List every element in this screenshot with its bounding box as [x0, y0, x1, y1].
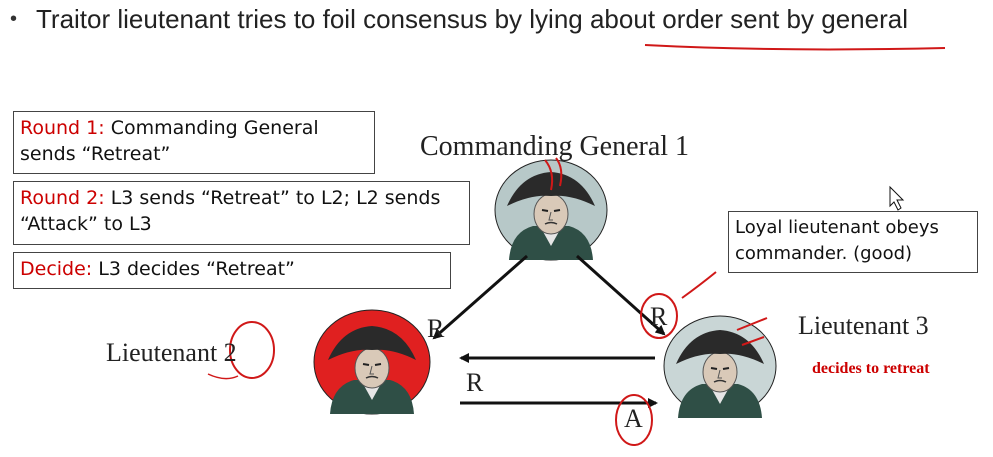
- edge-label-general-to-l2: R: [427, 314, 445, 343]
- round-1-box: Round 1: Commanding General sends “Retre…: [13, 111, 375, 174]
- bullet-dot: •: [10, 8, 18, 30]
- mark-note: [681, 271, 717, 299]
- round-2-label: Round 2:: [20, 187, 105, 209]
- decide-label: Decide:: [20, 258, 93, 280]
- loyal-note-box: Loyal lieutenant obeys commander. (good): [728, 211, 978, 273]
- arrow-general-to-l3: [575, 254, 666, 336]
- slide-bullet-text: Traitor lieutenant tries to foil consens…: [36, 4, 908, 34]
- edge-label-l2-to-l3: A: [624, 404, 643, 433]
- lieutenant-2-label: Lieutenant 2: [106, 338, 237, 367]
- general-portrait: [494, 157, 608, 261]
- circle-r-annotation: [640, 293, 678, 339]
- l3-decision-label: decides to retreat: [812, 360, 930, 377]
- edge-label-general-to-l3: R: [650, 302, 668, 331]
- edge-label-l3-to-l2: R: [466, 368, 484, 397]
- lieutenant-3-label: Lieutenant 3: [798, 311, 929, 340]
- circle-lt2-annotation: [229, 321, 275, 379]
- round-2-box: Round 2: L3 sends “Retreat” to L2; L2 se…: [13, 181, 470, 245]
- underline-annotation: [644, 44, 946, 51]
- lieutenant-3-portrait: [663, 315, 777, 419]
- circle-a-annotation: [615, 394, 653, 446]
- decide-box: Decide: L3 decides “Retreat”: [13, 252, 451, 289]
- arrow-general-to-l2: [432, 254, 528, 340]
- lieutenant-2-portrait: [313, 309, 431, 415]
- mark-lt2: [207, 373, 239, 380]
- round-1-label: Round 1:: [20, 117, 105, 139]
- general-label: Commanding General 1: [420, 131, 690, 162]
- mouse-cursor-icon: [889, 185, 905, 211]
- decide-text: L3 decides “Retreat”: [92, 258, 295, 280]
- round-1-text: Commanding General sends “Retreat”: [20, 117, 319, 165]
- round-2-text: L3 sends “Retreat” to L2; L2 sends “Atta…: [20, 187, 441, 235]
